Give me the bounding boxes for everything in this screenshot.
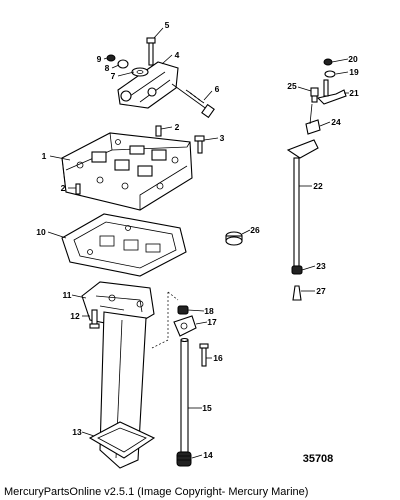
callout-10: 10 <box>36 227 46 237</box>
callout-15: 15 <box>202 403 212 413</box>
grommet-26-part <box>225 231 243 246</box>
callout-2-lower: 2 <box>61 183 66 193</box>
leader-lines <box>47 27 349 459</box>
callout-27: 27 <box>316 286 326 296</box>
callout-20: 20 <box>348 54 358 64</box>
callout-12: 12 <box>70 311 80 321</box>
adapter-plate-part <box>61 132 193 211</box>
tube-guide-line <box>151 291 179 349</box>
callout-8: 8 <box>105 63 110 73</box>
seal-8-part <box>117 59 129 69</box>
callout-23: 23 <box>316 261 326 271</box>
coupler-17-part <box>173 315 197 337</box>
callout-18: 18 <box>204 306 214 316</box>
callout-19: 19 <box>349 67 359 77</box>
bolt-5-part <box>146 37 156 66</box>
callout-17: 17 <box>207 317 217 327</box>
callout-5: 5 <box>165 20 170 30</box>
callout-13: 13 <box>72 427 82 437</box>
callout-4: 4 <box>175 50 180 60</box>
callout-25: 25 <box>287 81 297 91</box>
dowel-pin-lower-part <box>75 183 81 195</box>
washer-7-part <box>131 67 149 77</box>
callout-11: 11 <box>63 290 72 300</box>
exhaust-seal-part <box>88 421 156 459</box>
figure-number: 35708 <box>303 453 334 465</box>
callout-9: 9 <box>97 54 102 64</box>
callout-1: 1 <box>42 151 47 161</box>
callout-24: 24 <box>331 117 341 127</box>
grommet-14-part <box>176 451 192 467</box>
shift-rod-part <box>286 139 319 267</box>
bushing-25-part <box>310 87 319 103</box>
callout-14: 14 <box>203 450 213 460</box>
nut-20-part <box>323 58 333 66</box>
shift-housing-part <box>117 61 179 109</box>
water-tube-part <box>180 337 189 453</box>
nut-9-part <box>106 54 116 62</box>
callout-21: 21 <box>349 88 359 98</box>
callout-16: 16 <box>213 353 223 363</box>
callout-7: 7 <box>111 71 116 81</box>
rod-guide-23-part <box>291 265 303 275</box>
screw-16-part <box>199 343 209 367</box>
callout-3: 3 <box>220 133 225 143</box>
connector-24-part <box>305 103 321 135</box>
bolt-3-part <box>194 135 205 154</box>
bushing-27-part <box>292 285 302 301</box>
callout-6: 6 <box>215 84 220 94</box>
shift-shaft-part <box>171 83 215 119</box>
dowel-pin-upper-part <box>155 125 162 137</box>
callout-26: 26 <box>250 225 260 235</box>
bolt-12-part <box>89 309 100 329</box>
copyright-notice: MercuryPartsOnline v2.5.1 (Image Copyrig… <box>4 486 309 498</box>
link-21-part <box>316 79 347 105</box>
gasket-part <box>61 213 187 277</box>
callout-2-upper: 2 <box>175 122 180 132</box>
seal-18-part <box>177 305 189 315</box>
washer-19-part <box>324 70 336 78</box>
callout-22: 22 <box>313 181 323 191</box>
